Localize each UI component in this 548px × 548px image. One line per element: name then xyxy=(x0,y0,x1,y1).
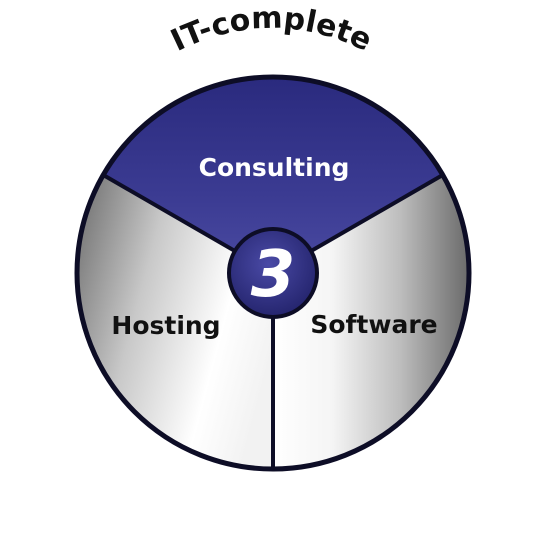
segment-consulting xyxy=(103,77,443,273)
label-consulting: Consulting xyxy=(199,153,350,182)
wheel xyxy=(74,74,472,472)
center-hub: 3 xyxy=(227,227,319,319)
label-hosting: Hosting xyxy=(111,311,220,340)
segment-hosting xyxy=(77,175,273,469)
center-number: 3 xyxy=(251,238,296,312)
outer-ring xyxy=(74,74,472,472)
center-circle xyxy=(227,227,319,319)
segment-software xyxy=(273,175,469,469)
diagram-title: IT-complete xyxy=(166,1,377,59)
label-software: Software xyxy=(310,310,437,339)
